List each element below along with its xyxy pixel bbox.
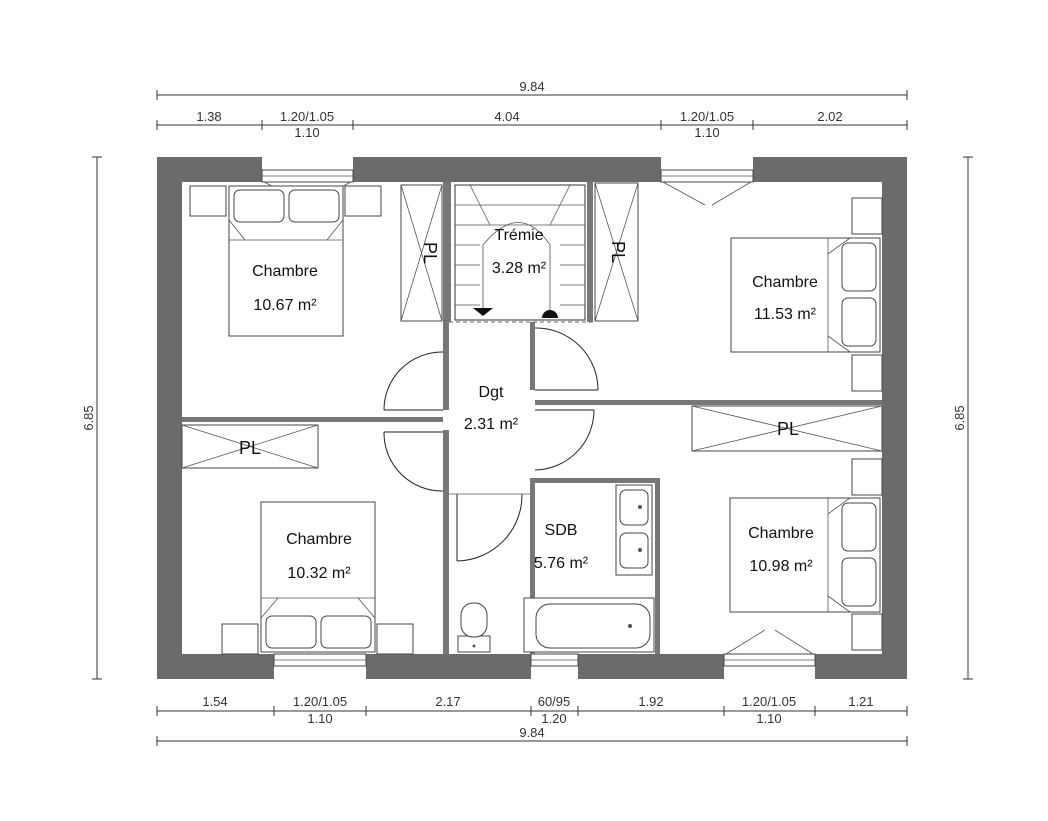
room-name: Chambre [748,525,814,542]
closet-label-4: PL [777,419,799,439]
bed-bottom-left [221,501,414,655]
top-dim-4-sub: 1.10 [694,125,719,140]
right-height-dimension: 6.85 [952,156,973,680]
bottom-dim-4-sub: 1.20 [541,711,566,726]
door-bottom-right-bedroom [534,409,595,471]
window-bottom-left [273,653,367,667]
top-dim-5: 2.02 [817,109,842,124]
bathtub [523,597,655,653]
bottom-total-dimension: 9.84 [156,725,908,746]
window-top-right [660,169,754,206]
room-dgt: Dgt 2.31 m² [464,384,519,433]
left-height-dimension: 6.85 [81,156,102,680]
closet-label-2: PL [608,241,628,263]
room-area: 5.76 m² [534,555,589,572]
bottom-dim-2: 1.20/1.05 [293,694,347,709]
room-sdb: SDB 5.76 m² [534,522,589,572]
top-dim-2-sub: 1.10 [294,125,319,140]
bottom-segment-dimensions: 1.54 1.20/1.05 1.10 2.17 60/95 1.20 1.92… [156,694,908,726]
room-area: 10.67 m² [253,297,317,314]
room-area: 2.31 m² [464,416,519,433]
top-total-label: 9.84 [519,79,544,94]
bottom-dim-2-sub: 1.10 [307,711,332,726]
bottom-dim-4: 60/95 [538,694,571,709]
room-name: Chambre [252,263,318,280]
door-bottom-left-bedroom [383,431,444,492]
closet-right-of-stairs: PL [594,182,639,322]
top-dim-1: 1.38 [196,109,221,124]
exterior-walls [157,157,907,679]
bed-bottom-right [729,458,883,651]
room-name: SDB [545,522,578,539]
room-area: 10.32 m² [287,565,351,582]
door-sdb [449,493,530,562]
staircase [449,184,593,323]
room-tremie: Trémie 3.28 m² [492,227,547,277]
room-area: 11.53 m² [754,306,817,323]
room-chambre-bottom-left: Chambre 10.32 m² [286,531,352,582]
bottom-dim-6-sub: 1.10 [756,711,781,726]
room-name: Chambre [752,274,818,291]
top-dim-3: 4.04 [494,109,519,124]
bottom-dim-1: 1.54 [202,694,227,709]
room-chambre-bottom-right: Chambre 10.98 m² [748,525,814,575]
bottom-dim-6: 1.20/1.05 [742,694,796,709]
bed-top-left [189,185,382,337]
closet-left-of-stairs: PL [400,184,443,322]
toilet [457,602,491,653]
window-bottom-right [723,629,816,667]
left-height-label: 6.85 [81,405,96,430]
room-area: 10.98 m² [749,558,813,575]
room-area: 3.28 m² [492,260,547,277]
room-chambre-top-right: Chambre 11.53 m² [752,274,818,323]
bed-top-right [730,197,883,392]
room-chambre-top-left: Chambre 10.67 m² [252,263,318,314]
closet-label-1: PL [420,242,440,264]
right-height-label: 6.85 [952,405,967,430]
room-name: Trémie [494,227,543,244]
door-top-right-bedroom [534,327,599,391]
bottom-dim-7: 1.21 [848,694,873,709]
bottom-dim-3: 2.17 [435,694,460,709]
top-dim-4: 1.20/1.05 [680,109,734,124]
room-name: Dgt [479,384,504,401]
closet-right-bedroom: PL [691,405,883,452]
room-name: Chambre [286,531,352,548]
double-sink [615,484,653,576]
bottom-total-label: 9.84 [519,725,544,740]
top-segment-dimensions: 1.38 1.20/1.05 1.10 4.04 1.20/1.05 1.10 … [156,109,908,140]
interior-walls [182,182,882,654]
window-bottom-sdb [530,653,579,667]
closet-left-bedroom: PL [181,424,319,469]
top-total-dimension: 9.84 [156,79,908,100]
top-dim-2: 1.20/1.05 [280,109,334,124]
door-top-left-bedroom [383,351,444,411]
closet-label-3: PL [239,438,261,458]
bottom-dim-5: 1.92 [638,694,663,709]
